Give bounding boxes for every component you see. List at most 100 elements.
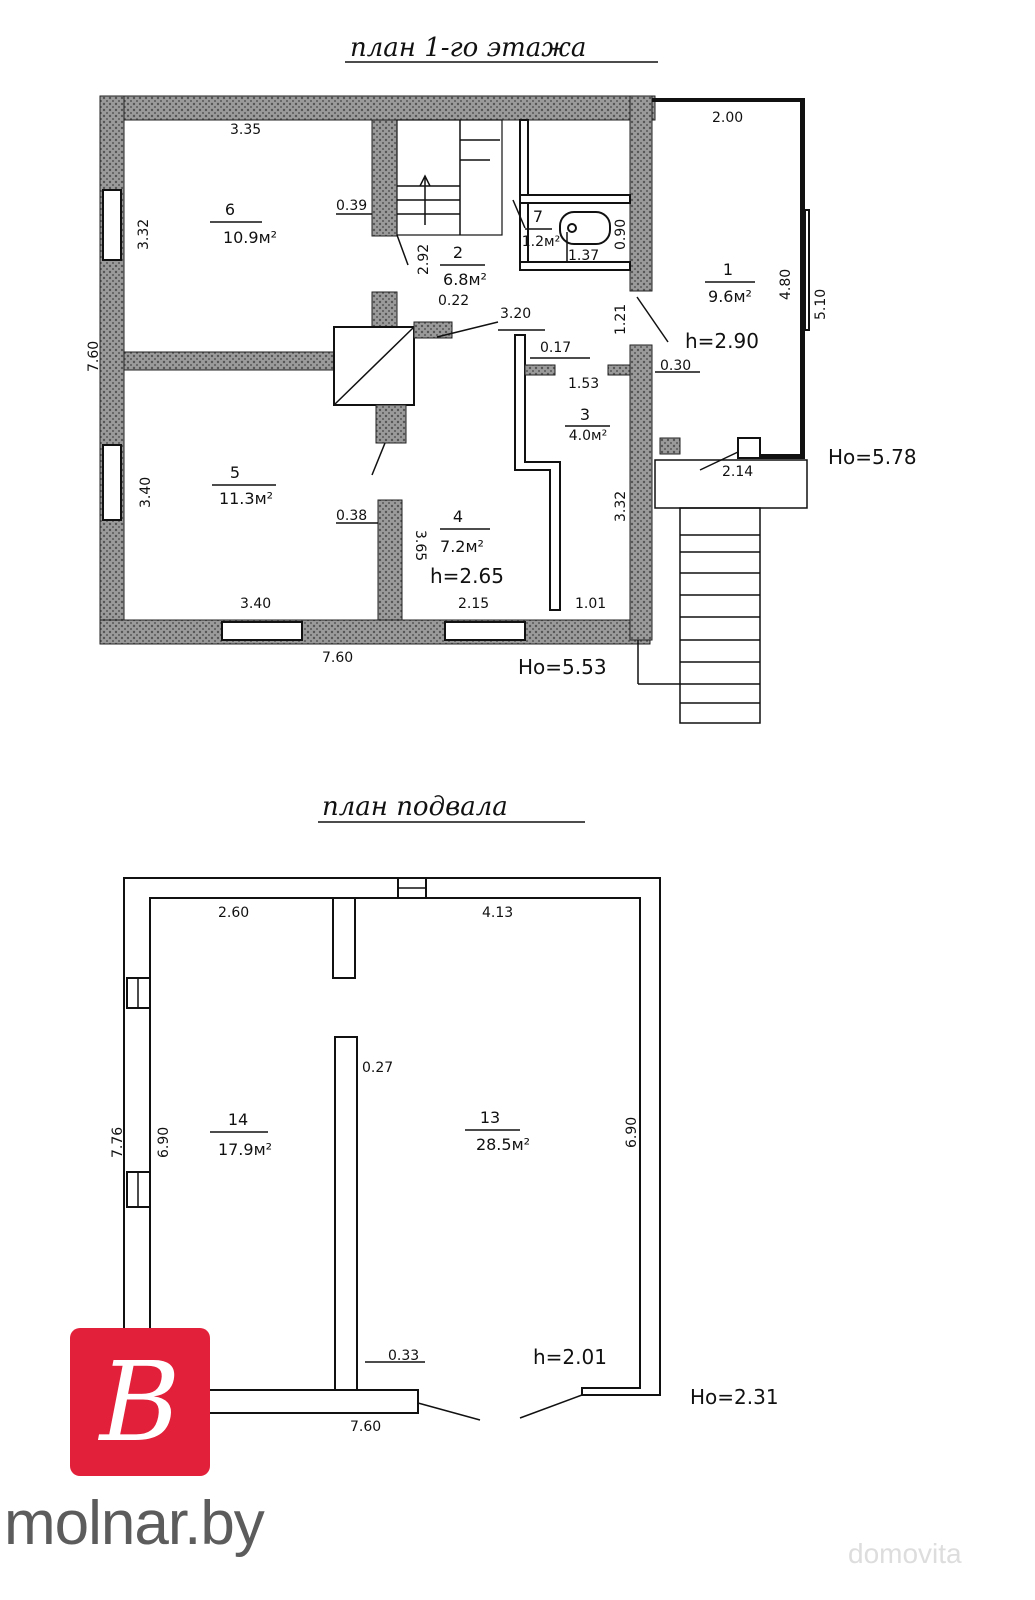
room-6-area: 10.9м²	[223, 228, 277, 247]
floor-plan-title: план 1-го этажа	[350, 33, 586, 63]
basement-walls	[123, 877, 661, 1421]
dim-2-60: 2.60	[218, 905, 249, 921]
stair-wall	[371, 119, 398, 237]
bath-wall-bottom	[519, 261, 631, 271]
partition-stub-030	[607, 364, 631, 376]
dim-7-60-basement: 7.60	[350, 1419, 381, 1435]
dim-2-92: 2.92	[416, 244, 432, 275]
dim-4-80: 4.80	[778, 269, 794, 300]
wall-top	[99, 95, 656, 121]
dim-3-40: 3.40	[240, 596, 271, 612]
dim-0-38: 0.38	[336, 508, 367, 524]
window-left-2	[102, 444, 122, 521]
height-basement: h=2.01	[533, 1345, 607, 1369]
room-3-area: 4.0м²	[569, 428, 607, 444]
brand-site-name: molnar.by	[4, 1489, 265, 1558]
partition-5-4	[377, 499, 403, 621]
room-5-area: 11.3м²	[219, 489, 273, 508]
stairwell-outline	[396, 119, 503, 236]
room-4-area: 7.2м²	[440, 537, 484, 556]
dim-0-33: 0.33	[388, 1348, 419, 1364]
dim-1-21: 1.21	[613, 304, 629, 335]
watermark-text: domovita	[848, 1538, 962, 1569]
wall-bottom	[99, 619, 651, 645]
dim-0-22: 0.22	[438, 293, 469, 309]
window-bottom-1	[221, 621, 303, 641]
leader-lines	[336, 199, 739, 524]
dim-2-00: 2.00	[712, 110, 743, 126]
annex-wall-top	[652, 98, 804, 102]
floor-walls	[99, 95, 656, 645]
logo-letter: B	[98, 1338, 181, 1466]
wall-right-upper	[629, 95, 653, 292]
window-left-1	[102, 189, 122, 261]
interior-stairs	[396, 119, 503, 236]
annex-wall-bottom	[760, 454, 805, 459]
room-13-number: 13	[480, 1108, 500, 1127]
dim-2-14: 2.14	[722, 464, 753, 480]
window-bottom-2	[444, 621, 526, 641]
dim-6-90-right: 6.90	[624, 1117, 640, 1148]
dim-3-20: 3.20	[500, 306, 531, 322]
room-2-number: 2	[453, 243, 463, 262]
dim-3-40-vertical: 3.40	[138, 477, 154, 508]
sink-fixture	[559, 211, 611, 245]
dim-6-90-left: 6.90	[156, 1127, 172, 1158]
dim-7-76: 7.76	[110, 1127, 126, 1158]
room-7-number: 7	[533, 207, 543, 226]
wall-right-lower	[629, 344, 653, 641]
dim-3-35: 3.35	[230, 122, 261, 138]
room-4-number: 4	[453, 507, 463, 526]
room-1-number: 1	[723, 260, 733, 279]
dim-0-90: 0.90	[613, 219, 629, 250]
dim-0-30: 0.30	[660, 358, 691, 374]
room-1-area: 9.6м²	[708, 287, 752, 306]
basement-door-left	[417, 1402, 481, 1421]
dim-3-32: 3.32	[136, 219, 152, 250]
level-mark-2-31: Ho=2.31	[690, 1385, 779, 1409]
stove-block	[659, 437, 681, 455]
dim-1-53: 1.53	[568, 376, 599, 392]
stair-outline	[679, 507, 761, 724]
dim-1-01: 1.01	[575, 596, 606, 612]
basement-partition	[334, 1036, 358, 1391]
level-mark-5-78: Ho=5.78	[828, 445, 917, 469]
dim-3-65: 3.65	[412, 530, 428, 561]
basement-outline	[123, 877, 661, 1414]
dim-7-60-vertical: 7.60	[86, 341, 102, 372]
room-5-number: 5	[230, 463, 240, 482]
basement-door-right	[519, 1394, 583, 1419]
dim-5-10: 5.10	[813, 289, 829, 320]
dim-3-32-lower: 3.32	[613, 491, 629, 522]
partition-6-5	[123, 351, 335, 371]
annex-window	[804, 209, 810, 331]
drain-fixture	[567, 223, 577, 233]
chimney-top	[371, 291, 398, 329]
room-7-area: 1.2м²	[522, 234, 560, 250]
exterior-stairs	[637, 507, 761, 724]
room-14-area: 17.9м²	[218, 1140, 272, 1159]
partition-3-4	[514, 334, 561, 611]
room-3-number: 3	[580, 405, 590, 424]
dim-0-17: 0.17	[540, 340, 571, 356]
bath-wall-top	[519, 194, 631, 204]
dim-4-13: 4.13	[482, 905, 513, 921]
chimney-bottom	[375, 404, 407, 444]
room-2-area: 6.8м²	[443, 270, 487, 289]
chimney-diagonal	[333, 326, 415, 406]
basement-plan-title: план подвала	[322, 792, 508, 822]
level-mark-5-53: Ho=5.53	[518, 655, 607, 679]
height-floor-main: h=2.65	[430, 564, 504, 588]
dim-1-37: 1.37	[568, 248, 599, 264]
room-13-area: 28.5м²	[476, 1135, 530, 1154]
dim-0-39: 0.39	[336, 198, 367, 214]
molnar-logo: B	[70, 1328, 210, 1476]
dim-7-60: 7.60	[322, 650, 353, 666]
basement-pier	[332, 897, 356, 979]
height-floor-annex: h=2.90	[685, 329, 759, 353]
wall-left	[99, 95, 125, 645]
dim-2-15: 2.15	[458, 596, 489, 612]
room-14-number: 14	[228, 1110, 248, 1129]
chimney-side	[413, 321, 453, 339]
